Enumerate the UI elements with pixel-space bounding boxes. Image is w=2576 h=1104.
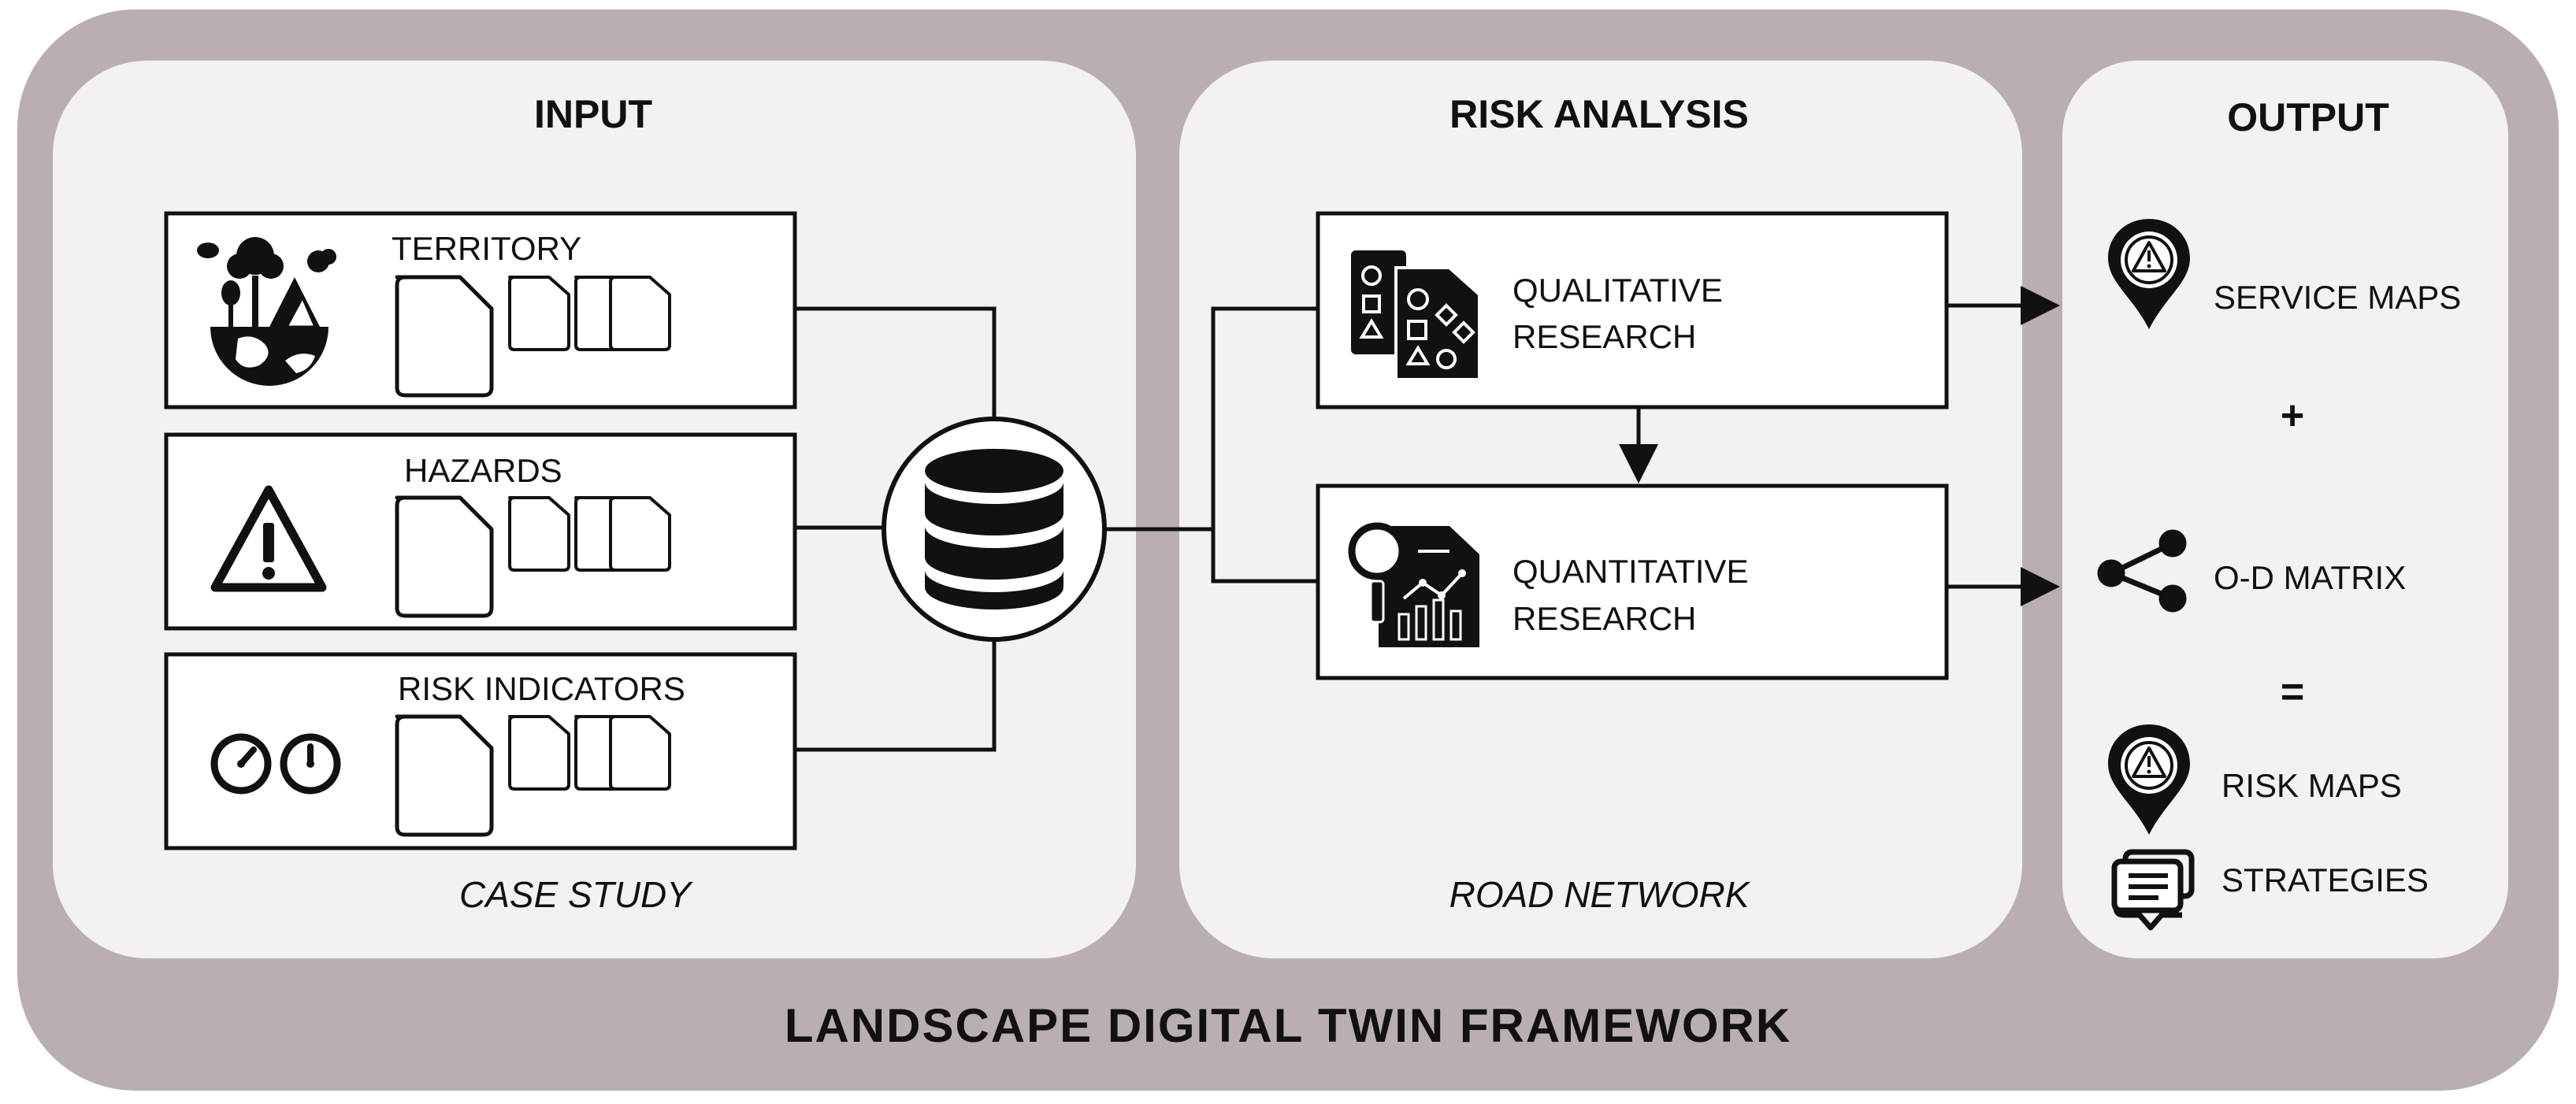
territory-label: TERRITORY [392,230,581,267]
hazards-label: HAZARDS [404,452,562,489]
qualitative-research-box: QUALITATIVE RESEARCH [1316,211,1949,409]
quantitative-research-box: QUANTITATIVE RESEARCH [1316,483,1949,680]
quantitative-label-line2: RESEARCH [1513,600,1696,637]
magnifier-chart-icon [1348,522,1479,647]
plus-sign: + [2281,393,2304,439]
equals-sign: = [2281,669,2304,715]
analysis-connectors [1105,306,1317,583]
output-title: OUTPUT [2227,95,2389,139]
territory-box: TERRITORY [164,211,797,409]
quantitative-label-line1: QUANTITATIVE [1513,553,1748,590]
risk-indicators-label: RISK INDICATORS [398,670,685,707]
qualitative-label-line2: RESEARCH [1513,318,1696,355]
chat-list-icon [2111,849,2195,931]
case-study-caption: CASE STUDY [459,874,693,915]
framework-title: LANDSCAPE DIGITAL TWIN FRAMEWORK [785,999,1791,1052]
database-icon [925,449,1063,609]
output-panel [2062,61,2508,958]
territory-globe-icon [197,237,336,386]
risk-maps-label: RISK MAPS [2222,767,2402,804]
hazards-box: HAZARDS [164,432,797,631]
shapes-documents-icon [1351,250,1481,381]
risk-indicators-box: RISK INDICATORS [164,652,797,850]
warning-triangle-icon [210,485,327,592]
gauge-icon [210,733,341,795]
strategies-label: STRATEGIES [2222,861,2429,898]
input-title: INPUT [534,92,652,136]
od-matrix-label: O-D MATRIX [2214,559,2406,596]
database-hub [882,417,1107,642]
qualitative-label-line1: QUALITATIVE [1513,272,1723,309]
service-maps-label: SERVICE MAPS [2214,279,2461,316]
input-connectors [795,306,997,752]
share-nodes-icon [2097,529,2187,613]
risk-analysis-title: RISK ANALYSIS [1449,92,1749,136]
road-network-caption: ROAD NETWORK [1449,874,1751,915]
